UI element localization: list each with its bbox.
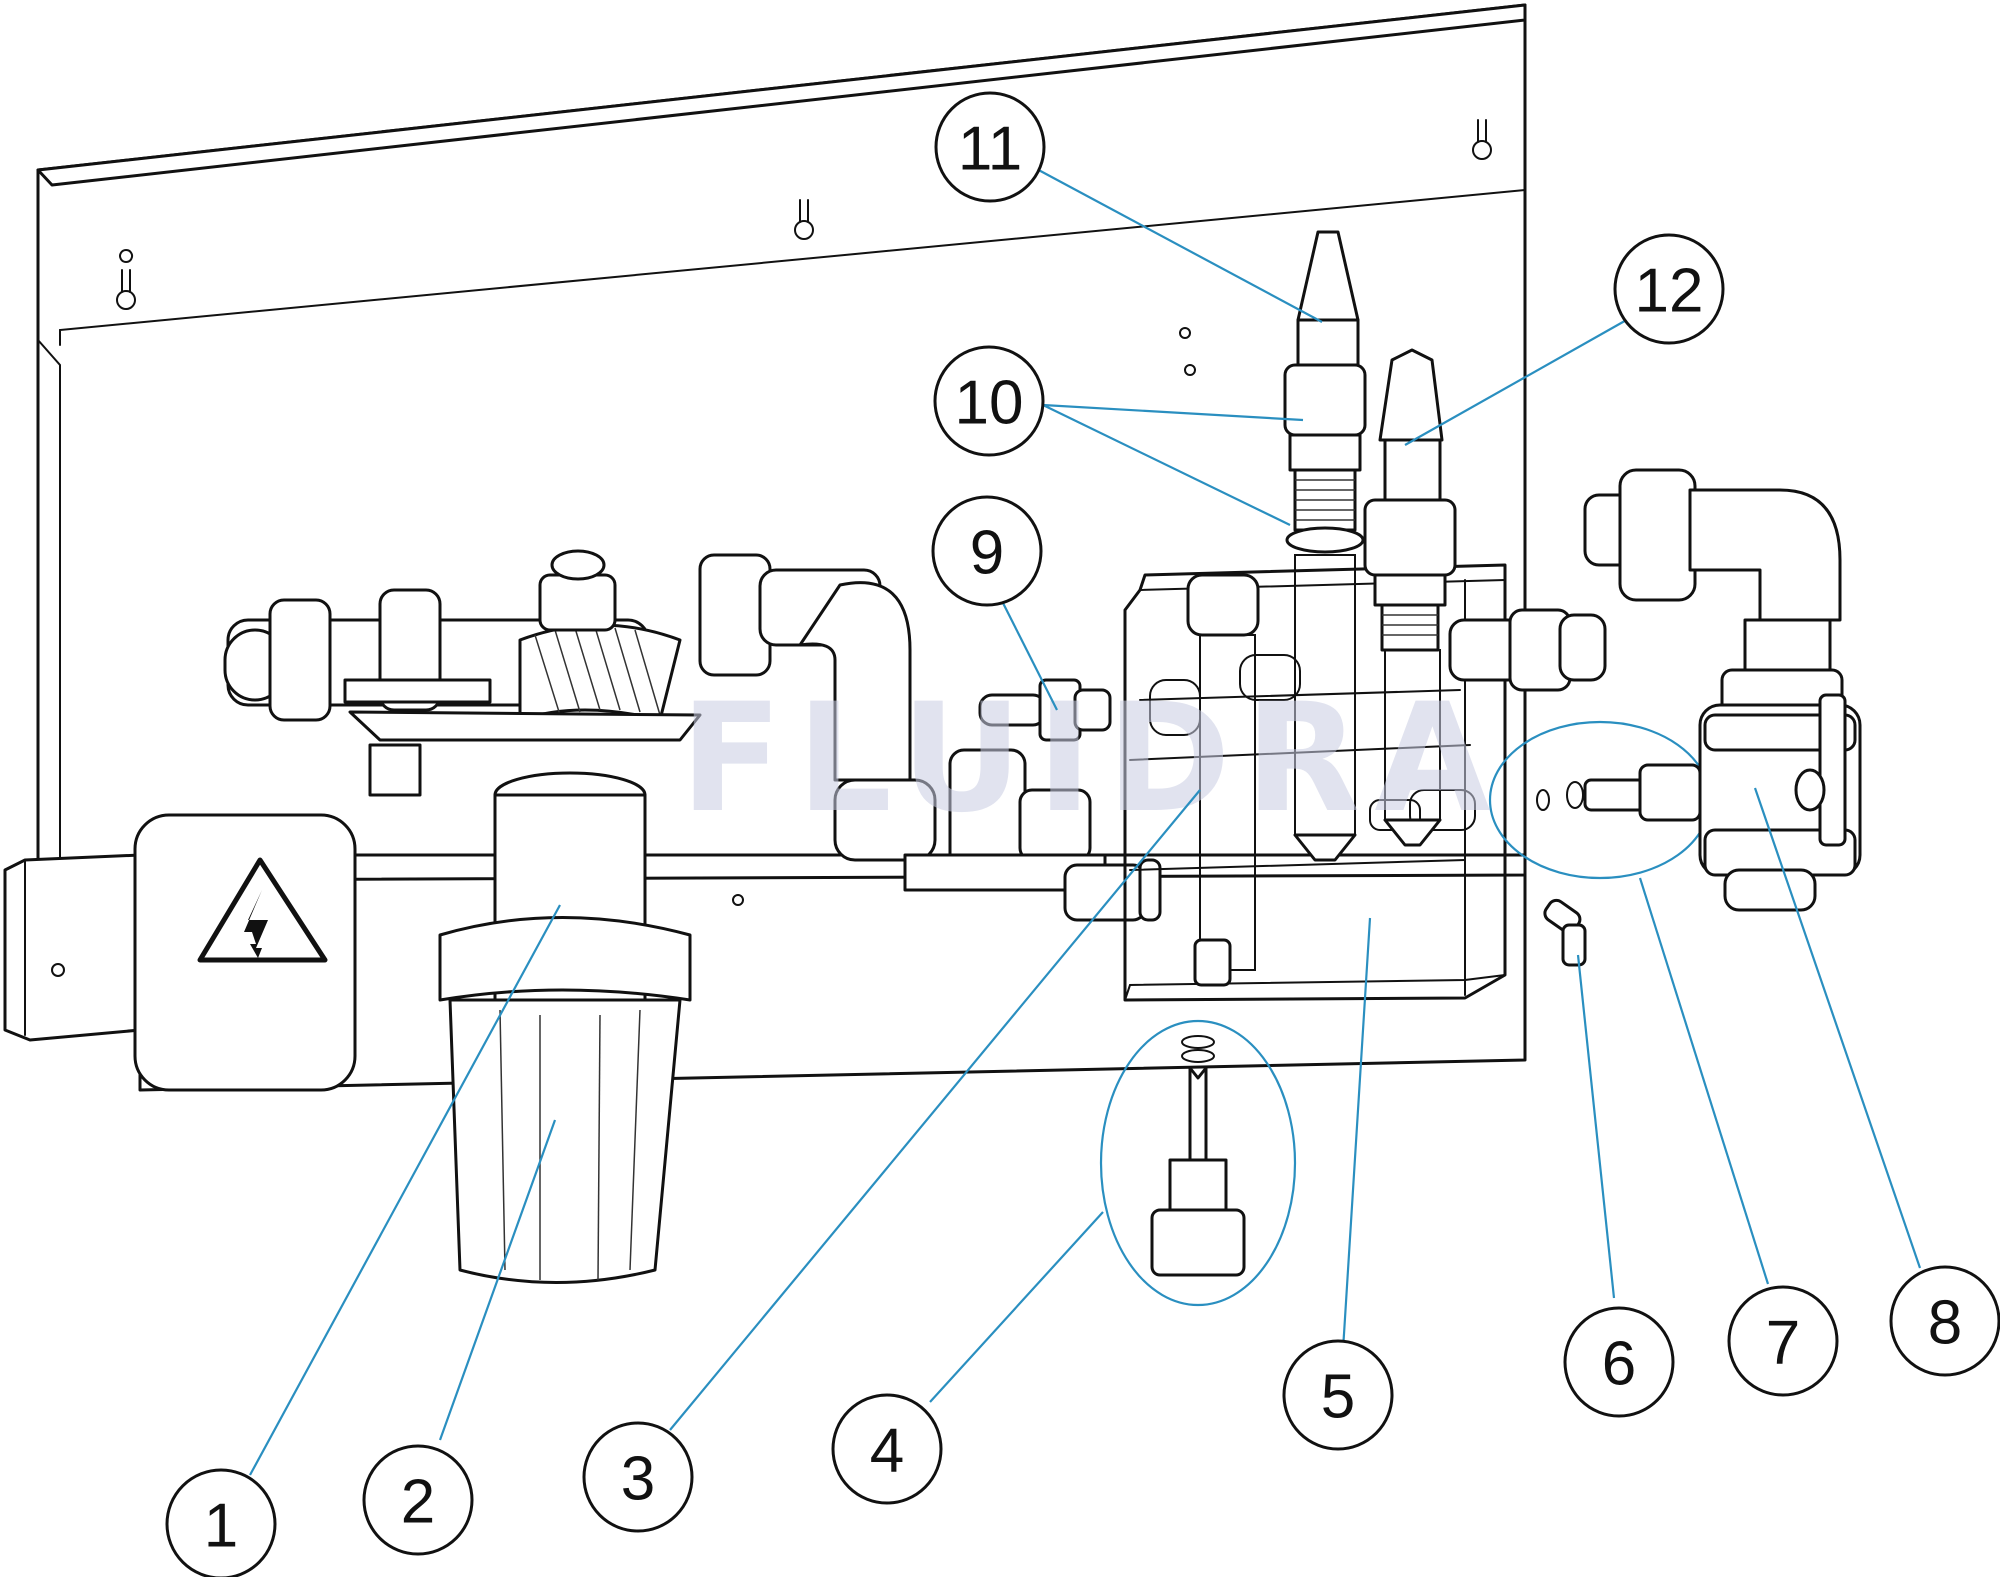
filter-valve-assembly xyxy=(223,549,1162,1284)
electrical-box xyxy=(133,813,357,1092)
callout-1: 1 xyxy=(165,1468,277,1577)
probes xyxy=(1283,230,1457,862)
callout-7-label: 7 xyxy=(1766,1309,1800,1378)
callout-8: 8 xyxy=(1889,1265,2000,1377)
part-4-detail xyxy=(1099,1019,1297,1307)
manifold-block xyxy=(1123,563,1607,1002)
callout-12-label: 12 xyxy=(1635,257,1704,326)
lightning-bolt-icon xyxy=(244,890,268,958)
keyhole-slots xyxy=(116,119,1492,310)
callout-3: 3 xyxy=(582,1421,694,1533)
callout-1-label: 1 xyxy=(204,1492,238,1561)
callout-5-label: 5 xyxy=(1321,1363,1355,1432)
callout-10-label: 10 xyxy=(955,369,1024,438)
callout-9: 9 xyxy=(931,495,1043,607)
part-6-fitting xyxy=(1543,898,1587,967)
check-valve-assembly xyxy=(1583,468,1862,912)
callout-6: 6 xyxy=(1563,1306,1675,1418)
callout-10: 10 xyxy=(933,345,1045,457)
callout-5: 5 xyxy=(1282,1339,1394,1451)
leader-lines xyxy=(249,166,1922,1476)
callouts: 1 2 3 4 5 6 7 8 xyxy=(165,91,2000,1577)
callout-9-label: 9 xyxy=(970,519,1004,588)
watermark: FLUIDRA xyxy=(680,672,1504,846)
callout-12: 12 xyxy=(1613,233,1725,345)
callout-4: 4 xyxy=(831,1393,943,1505)
callout-7: 7 xyxy=(1727,1285,1839,1397)
callout-6-label: 6 xyxy=(1602,1330,1636,1399)
callout-3-label: 3 xyxy=(621,1445,655,1514)
callout-11-label: 11 xyxy=(958,115,1022,184)
callout-11: 11 xyxy=(934,91,1046,203)
callout-2: 2 xyxy=(362,1444,474,1556)
callout-4-label: 4 xyxy=(870,1417,904,1486)
callout-8-label: 8 xyxy=(1928,1289,1962,1358)
callout-2-label: 2 xyxy=(401,1468,435,1537)
